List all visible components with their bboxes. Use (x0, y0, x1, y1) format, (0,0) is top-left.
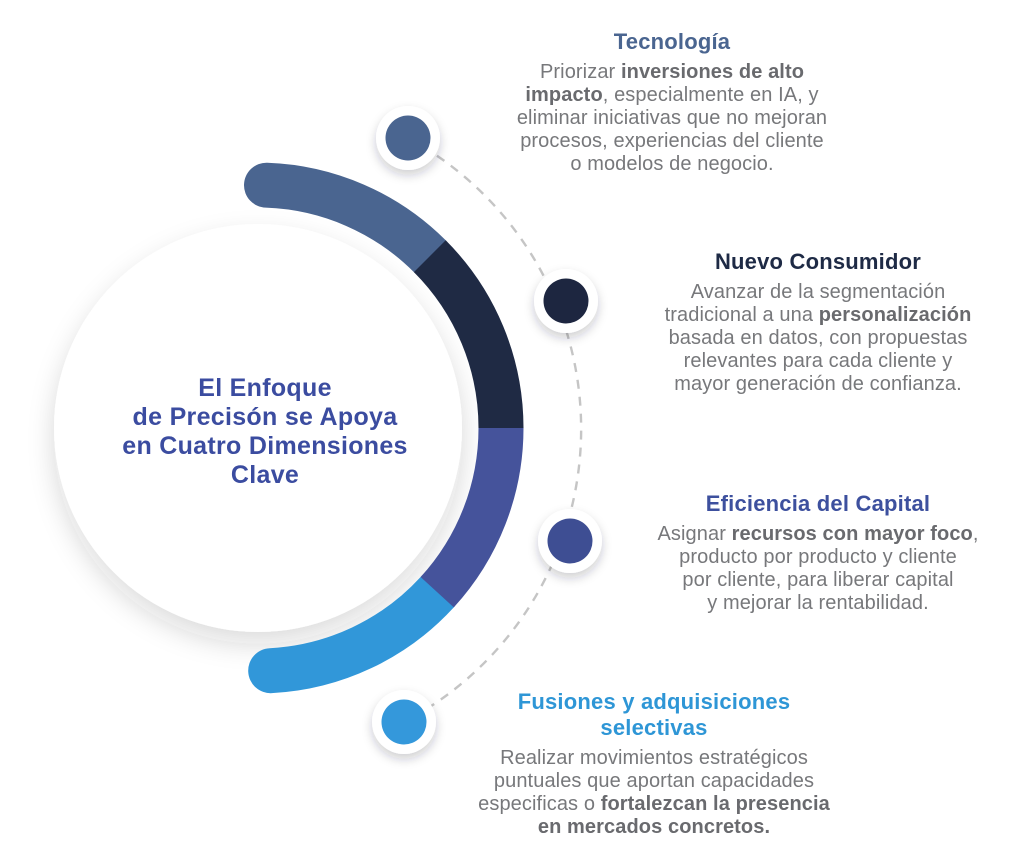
center-circle (54, 224, 462, 632)
section-eficiencia-del-capital: Eficiencia del Capital Asignar recursos … (598, 491, 1024, 615)
section-heading: Tecnología (613, 29, 731, 54)
dot-tecnologia (376, 106, 440, 170)
connector-dashed-arc (403, 136, 583, 724)
dimension-arc (244, 162, 524, 694)
dot-nuevo-consumidor (534, 269, 598, 333)
section-tecnologia: Tecnología Priorizar inversiones de alto… (452, 29, 892, 176)
arc-segment-1 (244, 162, 453, 279)
section-nuevo-consumidor: Nuevo Consumidor Avanzar de la segmentac… (600, 249, 1024, 396)
arc-segment-4 (248, 569, 460, 694)
section-heading: Eficiencia del Capital (705, 491, 931, 516)
section-heading: Nuevo Consumidor (714, 249, 922, 274)
arc-segment-2 (413, 240, 524, 429)
dot-core (385, 115, 431, 161)
dot-core (547, 518, 593, 564)
arc-segment-3 (420, 427, 524, 608)
dot-fusiones-adquisiciones (372, 690, 436, 754)
dot-core (543, 278, 589, 324)
dot-eficiencia-del-capital (538, 509, 602, 573)
section-body: Asignar recursos con mayor foco,producto… (657, 523, 979, 614)
dot-core (381, 699, 427, 745)
